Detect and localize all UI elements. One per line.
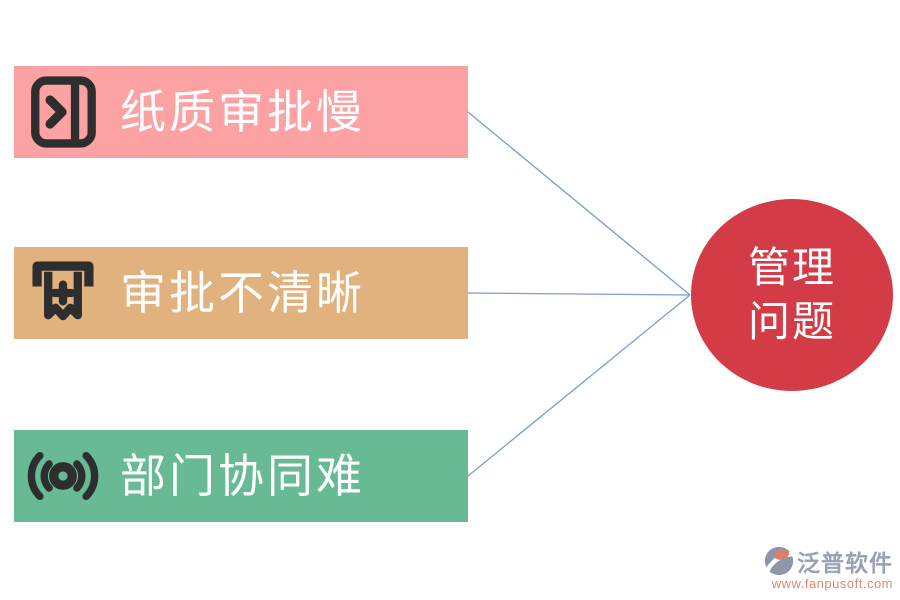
center-label-line2: 问题 (747, 298, 836, 345)
watermark-url: www.fanpusoft.com (771, 576, 893, 591)
door-exit-icon (26, 75, 100, 149)
center-node-management-problem: 管理 问题 (691, 199, 893, 391)
cause-bar-paper-approval: 纸质审批慢 (14, 66, 468, 158)
cause-bar-collaboration-hard: 部门协同难 (14, 430, 468, 522)
fanpu-logo-icon (763, 545, 795, 577)
cause-label-approval-unclear: 审批不清晰 (120, 267, 365, 319)
center-label-line1: 管理 (747, 244, 836, 291)
connector-line-top (467, 111, 691, 296)
connector-line-bottom (467, 294, 691, 477)
watermark-brand: 泛普软件 (797, 550, 893, 576)
cause-label-paper-approval: 纸质审批慢 (120, 86, 365, 138)
cause-label-collaboration-hard: 部门协同难 (120, 450, 365, 502)
watermark-brand-row: 泛普软件 (763, 544, 893, 578)
connector-line-middle (467, 292, 691, 296)
cause-bar-approval-unclear: 审批不清晰 (14, 247, 468, 339)
watermark: 泛普软件 www.fanpusoft.com (763, 544, 893, 591)
broadcast-signal-icon (26, 439, 100, 513)
receipt-printer-icon (26, 256, 100, 330)
